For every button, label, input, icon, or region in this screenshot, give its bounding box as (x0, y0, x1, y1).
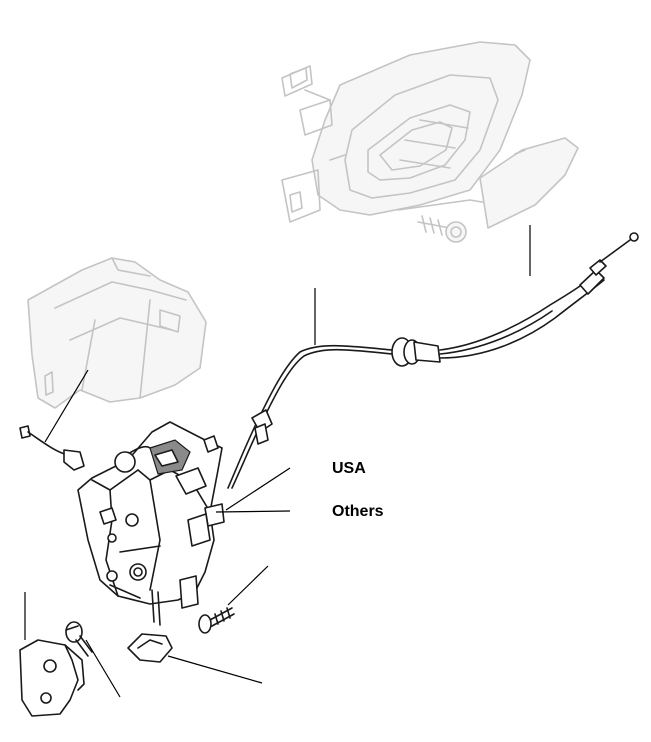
leader-screw (85, 639, 121, 698)
leader-clip (167, 655, 263, 684)
leader-bolt (227, 565, 269, 606)
striker-screw (65, 621, 93, 657)
leader-others (215, 510, 291, 513)
release-cable (227, 232, 639, 489)
striker-plate (19, 639, 85, 717)
door-lock-assembly (77, 421, 225, 626)
label-others: Others (332, 503, 384, 520)
leader-lock-cover (44, 369, 89, 443)
leader-usa (225, 467, 291, 511)
wire-connector (19, 425, 85, 471)
cable-clip (127, 633, 173, 663)
label-usa: USA (332, 460, 366, 477)
lock-cover (27, 257, 207, 409)
handle-cover-plate (479, 137, 579, 229)
lock-bolt (198, 607, 235, 634)
